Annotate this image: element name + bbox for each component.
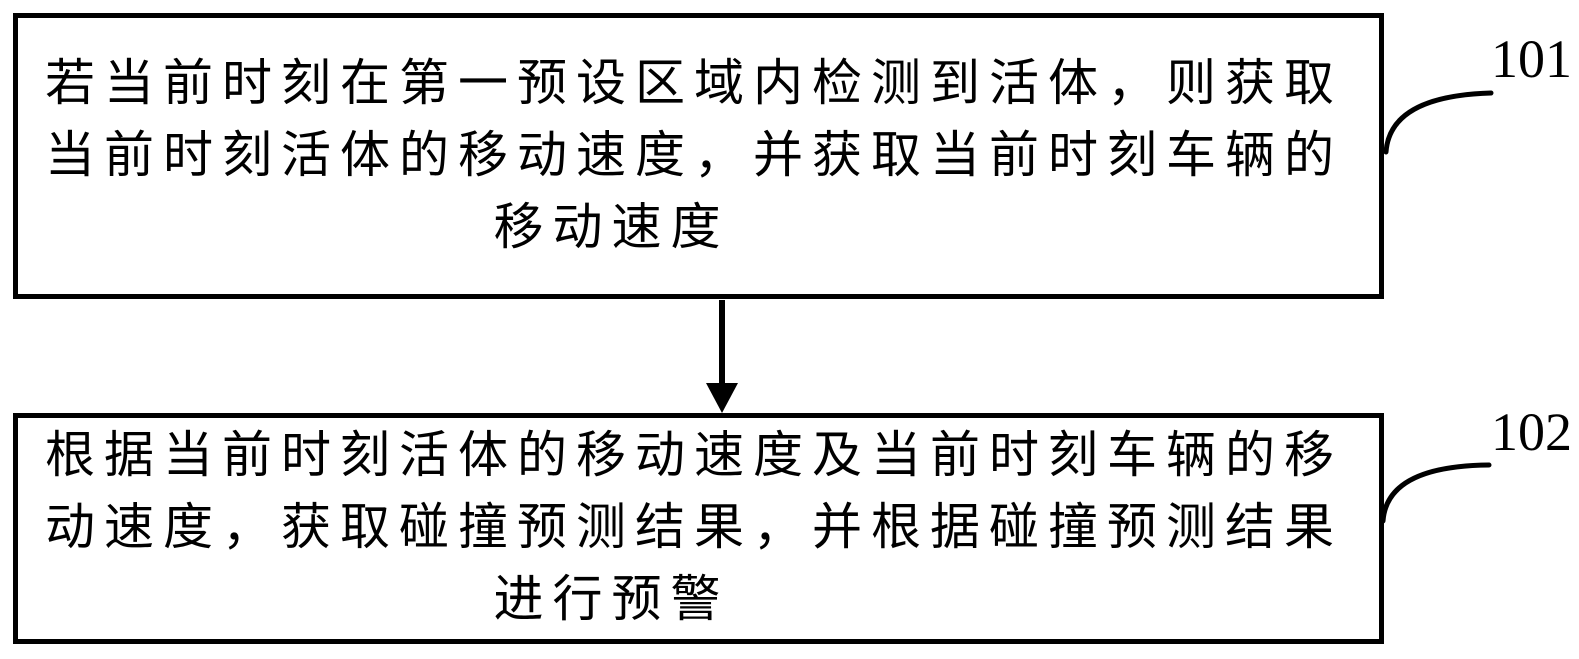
step-101-text-line-1: 若当前时刻在第一预设区域内检测到活体，则获取	[45, 54, 1343, 112]
process-box-step-101: 若当前时刻在第一预设区域内检测到活体，则获取 当前时刻活体的移动速度，并获取当前…	[13, 13, 1384, 299]
step-102-text-line-3: 进行预警	[493, 570, 730, 628]
flow-arrowhead-icon	[706, 383, 738, 413]
reference-numeral-101: 101	[1491, 29, 1572, 89]
step-102-text-line-1: 根据当前时刻活体的移动速度及当前时刻车辆的移	[45, 426, 1343, 484]
flow-arrow-down	[706, 300, 738, 413]
step-101-text-line-2: 当前时刻活体的移动速度，并获取当前时刻车辆的	[45, 126, 1343, 184]
leader-line-102	[1380, 462, 1492, 524]
step-102-text-line-2: 动速度，获取碰撞预测结果，并根据碰撞预测结果	[45, 498, 1343, 556]
step-101-text-line-3: 移动速度	[493, 198, 730, 256]
process-box-step-102: 根据当前时刻活体的移动速度及当前时刻车辆的移 动速度，获取碰撞预测结果，并根据碰…	[13, 413, 1384, 644]
leader-line-101	[1383, 90, 1494, 155]
reference-numeral-102: 102	[1491, 402, 1572, 462]
